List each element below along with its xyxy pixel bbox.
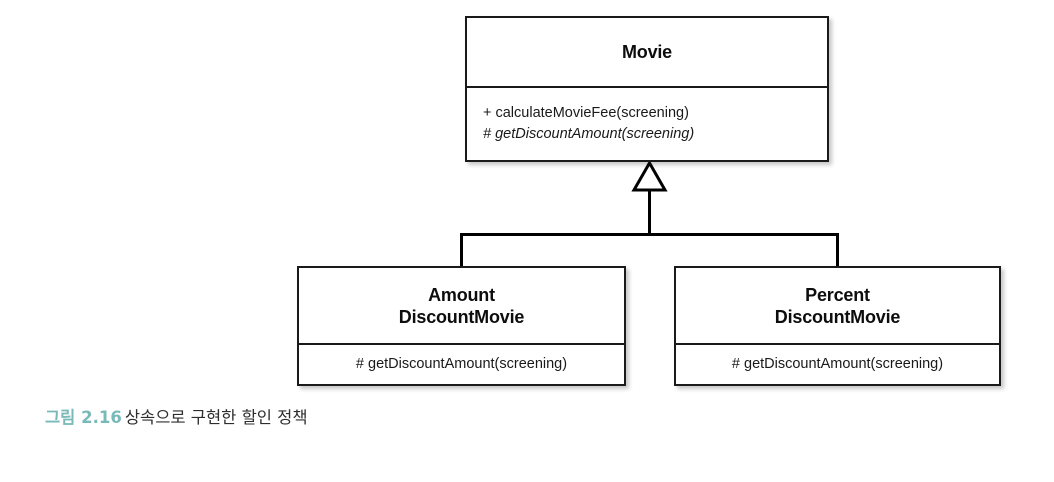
class-name-compartment: Amount DiscountMovie (299, 268, 624, 345)
uml-class-amount-discount-movie[interactable]: Amount DiscountMovie # getDiscountAmount… (297, 266, 626, 386)
operation-get-discount-amount: # getDiscountAmount(screening) (731, 356, 944, 372)
class-name-compartment: Percent DiscountMovie (676, 268, 999, 345)
class-name-line-1: Percent (805, 284, 870, 305)
class-operations-compartment: + calculateMovieFee(screening) # getDisc… (467, 88, 827, 160)
operation-get-discount-amount: # getDiscountAmount(screening) (355, 356, 568, 372)
class-name-line-1: Amount (428, 284, 495, 305)
class-name: Movie (621, 42, 672, 62)
class-operations-compartment: # getDiscountAmount(screening) (299, 345, 624, 384)
class-operations-compartment: # getDiscountAmount(screening) (676, 345, 999, 384)
figure-caption-number: 그림 2.16 (45, 408, 122, 427)
inheritance-triangle-icon (631, 159, 668, 192)
uml-class-movie[interactable]: Movie + calculateMovieFee(screening) # g… (465, 16, 829, 162)
operation-get-discount-amount-abstract: # getDiscountAmount(screening) (483, 126, 695, 142)
class-name-line-2: DiscountMovie (774, 306, 901, 327)
figure-caption-text: 상속으로 구현한 할인 정책 (124, 408, 308, 427)
class-name-line-2: DiscountMovie (398, 306, 525, 327)
uml-class-percent-discount-movie[interactable]: Percent DiscountMovie # getDiscountAmoun… (674, 266, 1001, 386)
class-name-compartment: Movie (467, 18, 827, 88)
operation-calculate-movie-fee: + calculateMovieFee(screening) (483, 105, 689, 121)
